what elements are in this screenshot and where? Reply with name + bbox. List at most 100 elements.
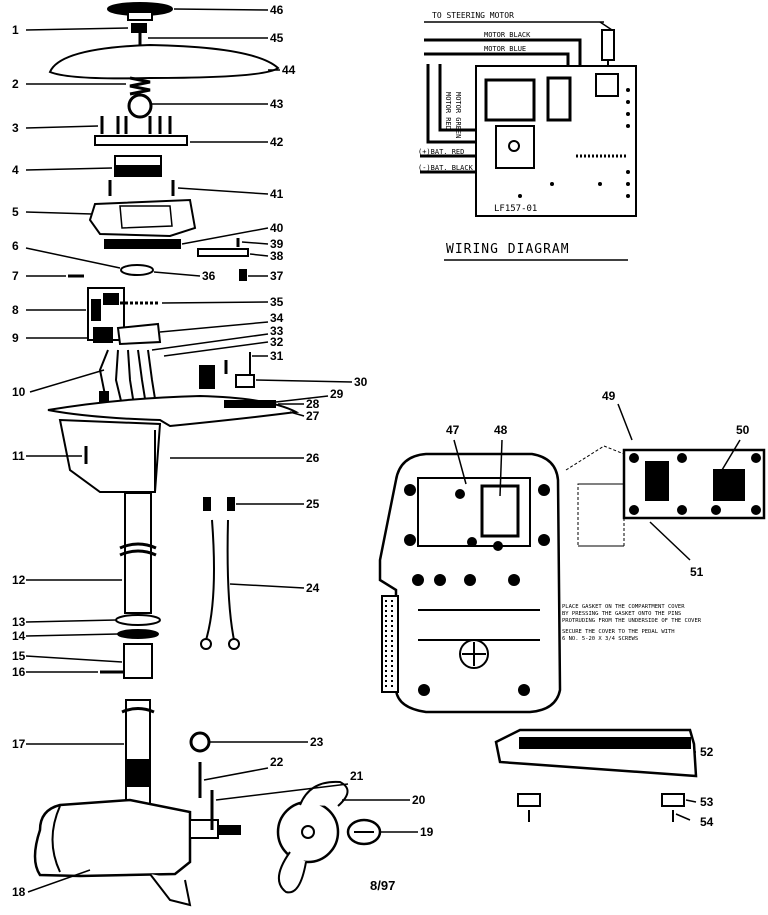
callout-12: 12 — [12, 573, 26, 587]
motor-green-label: MOTOR GREEN — [454, 92, 462, 139]
callout-48: 48 — [494, 423, 508, 437]
callout-14: 14 — [12, 629, 26, 643]
callout-30: 30 — [354, 375, 368, 389]
callout-44: 44 — [282, 63, 296, 77]
callout-37: 37 — [270, 269, 284, 283]
callout-33: 33 — [270, 324, 284, 338]
lower-unit-18 — [33, 798, 241, 907]
wiring-diagram — [420, 21, 637, 261]
callout-16: 16 — [12, 665, 26, 679]
propeller-20 — [276, 780, 349, 894]
callout-22: 22 — [270, 755, 284, 769]
callout-34: 34 — [270, 311, 284, 325]
pedal-note: PLACE GASKET ON THE COMPARTMENT COVER BY… — [562, 604, 762, 643]
callout-43: 43 — [270, 97, 284, 111]
top-cover-44 — [48, 43, 280, 80]
housing-5 — [88, 198, 197, 238]
leader-lines — [25, 8, 418, 893]
screws-3 — [100, 116, 172, 134]
plate-42 — [94, 135, 188, 146]
spring-2 — [129, 76, 151, 96]
plate-28 — [224, 400, 276, 408]
callout-4: 4 — [12, 163, 19, 177]
cable-24 — [200, 497, 240, 650]
callout-15: 15 — [12, 649, 26, 663]
callout-32: 32 — [270, 335, 284, 349]
pedal-note-line-4: SECURE THE COVER TO THE PEDAL WITH — [562, 629, 675, 635]
callout-8: 8 — [12, 303, 19, 317]
callout-20: 20 — [412, 793, 426, 807]
steering-motor-label: TO STEERING MOTOR — [432, 11, 514, 20]
callout-36: 36 — [202, 269, 216, 283]
callout-21: 21 — [350, 769, 364, 783]
motor-blue-label: MOTOR BLUE — [484, 45, 527, 53]
callout-24: 24 — [306, 581, 320, 595]
callout-7: 7 — [12, 269, 19, 283]
callout-40: 40 — [270, 221, 284, 235]
bracket-29-30 — [199, 352, 255, 389]
plate-38 — [197, 248, 249, 257]
callout-25: 25 — [306, 497, 320, 511]
callout-39: 39 — [270, 237, 284, 251]
callout-47: 47 — [446, 423, 460, 437]
callout-2: 2 — [12, 77, 19, 91]
lower-housing-26 — [47, 394, 300, 493]
coil-4 — [114, 155, 162, 177]
callout-54: 54 — [700, 815, 714, 829]
callout-51: 51 — [690, 565, 704, 579]
callout-50: 50 — [736, 423, 750, 437]
callout-17: 17 — [12, 737, 26, 751]
board-id-label: LF157-01 — [494, 204, 538, 214]
callout-42: 42 — [270, 135, 284, 149]
callout-5: 5 — [12, 205, 19, 219]
callout-23: 23 — [310, 735, 324, 749]
callout-52: 52 — [700, 745, 714, 759]
motor-black-label: MOTOR BLACK — [484, 31, 531, 39]
motor-red-label: MOTOR RED — [444, 92, 452, 130]
callout-49: 49 — [602, 389, 616, 403]
callout-13: 13 — [12, 615, 26, 629]
callout-27: 27 — [306, 409, 320, 423]
callout-19: 19 — [420, 825, 434, 839]
gear-40 — [104, 239, 181, 249]
callout-6: 6 — [12, 239, 19, 253]
callout-41: 41 — [270, 187, 284, 201]
date-code: 8/97 — [370, 878, 396, 893]
sleeve-34 — [116, 322, 162, 346]
ball-43 — [127, 93, 153, 119]
knob-46 — [107, 2, 173, 21]
collar-14 — [117, 629, 159, 639]
callout-53: 53 — [700, 795, 714, 809]
callout-28: 28 — [306, 397, 320, 411]
collar-13 — [115, 614, 161, 626]
pedal-note-line-1: PLACE GASKET ON THE COMPARTMENT COVER — [562, 604, 685, 610]
callout-29: 29 — [330, 387, 344, 401]
callout-9: 9 — [12, 331, 19, 345]
callout-26: 26 — [306, 451, 320, 465]
callout-46: 46 — [270, 3, 284, 17]
callout-1: 1 — [12, 23, 19, 37]
part-1 — [131, 23, 147, 33]
bat-black-label: (-)BAT. BLACK — [418, 164, 473, 172]
callout-31: 31 — [270, 349, 284, 363]
foot-pedal — [378, 403, 766, 822]
pedal-note-line-5: 6 NO. 5-20 X 3/4 SCREWS — [562, 636, 639, 642]
wiring-diagram-title: WIRING DIAGRAM — [446, 242, 570, 257]
pedal-note-line-2: BY PRESSING THE GASKET ONTO THE PINS — [562, 611, 682, 617]
part-37 — [239, 269, 247, 281]
clamp-15 — [123, 643, 153, 679]
bushing-6 — [120, 264, 154, 276]
shaft-12 — [119, 492, 157, 614]
callout-11: 11 — [12, 449, 25, 463]
callout-35: 35 — [270, 295, 284, 309]
callout-10: 10 — [12, 385, 26, 399]
washer-23 — [189, 731, 211, 753]
pedal-note-line-3: PROTRUDING FROM THE UNDERSIDE OF THE COV… — [562, 618, 702, 624]
wires-10 — [98, 349, 157, 407]
bat-red-label: (+)BAT. RED — [418, 148, 465, 156]
callout-18: 18 — [12, 885, 26, 899]
callout-38: 38 — [270, 249, 284, 263]
switch-assembly-8-9 — [87, 287, 125, 343]
